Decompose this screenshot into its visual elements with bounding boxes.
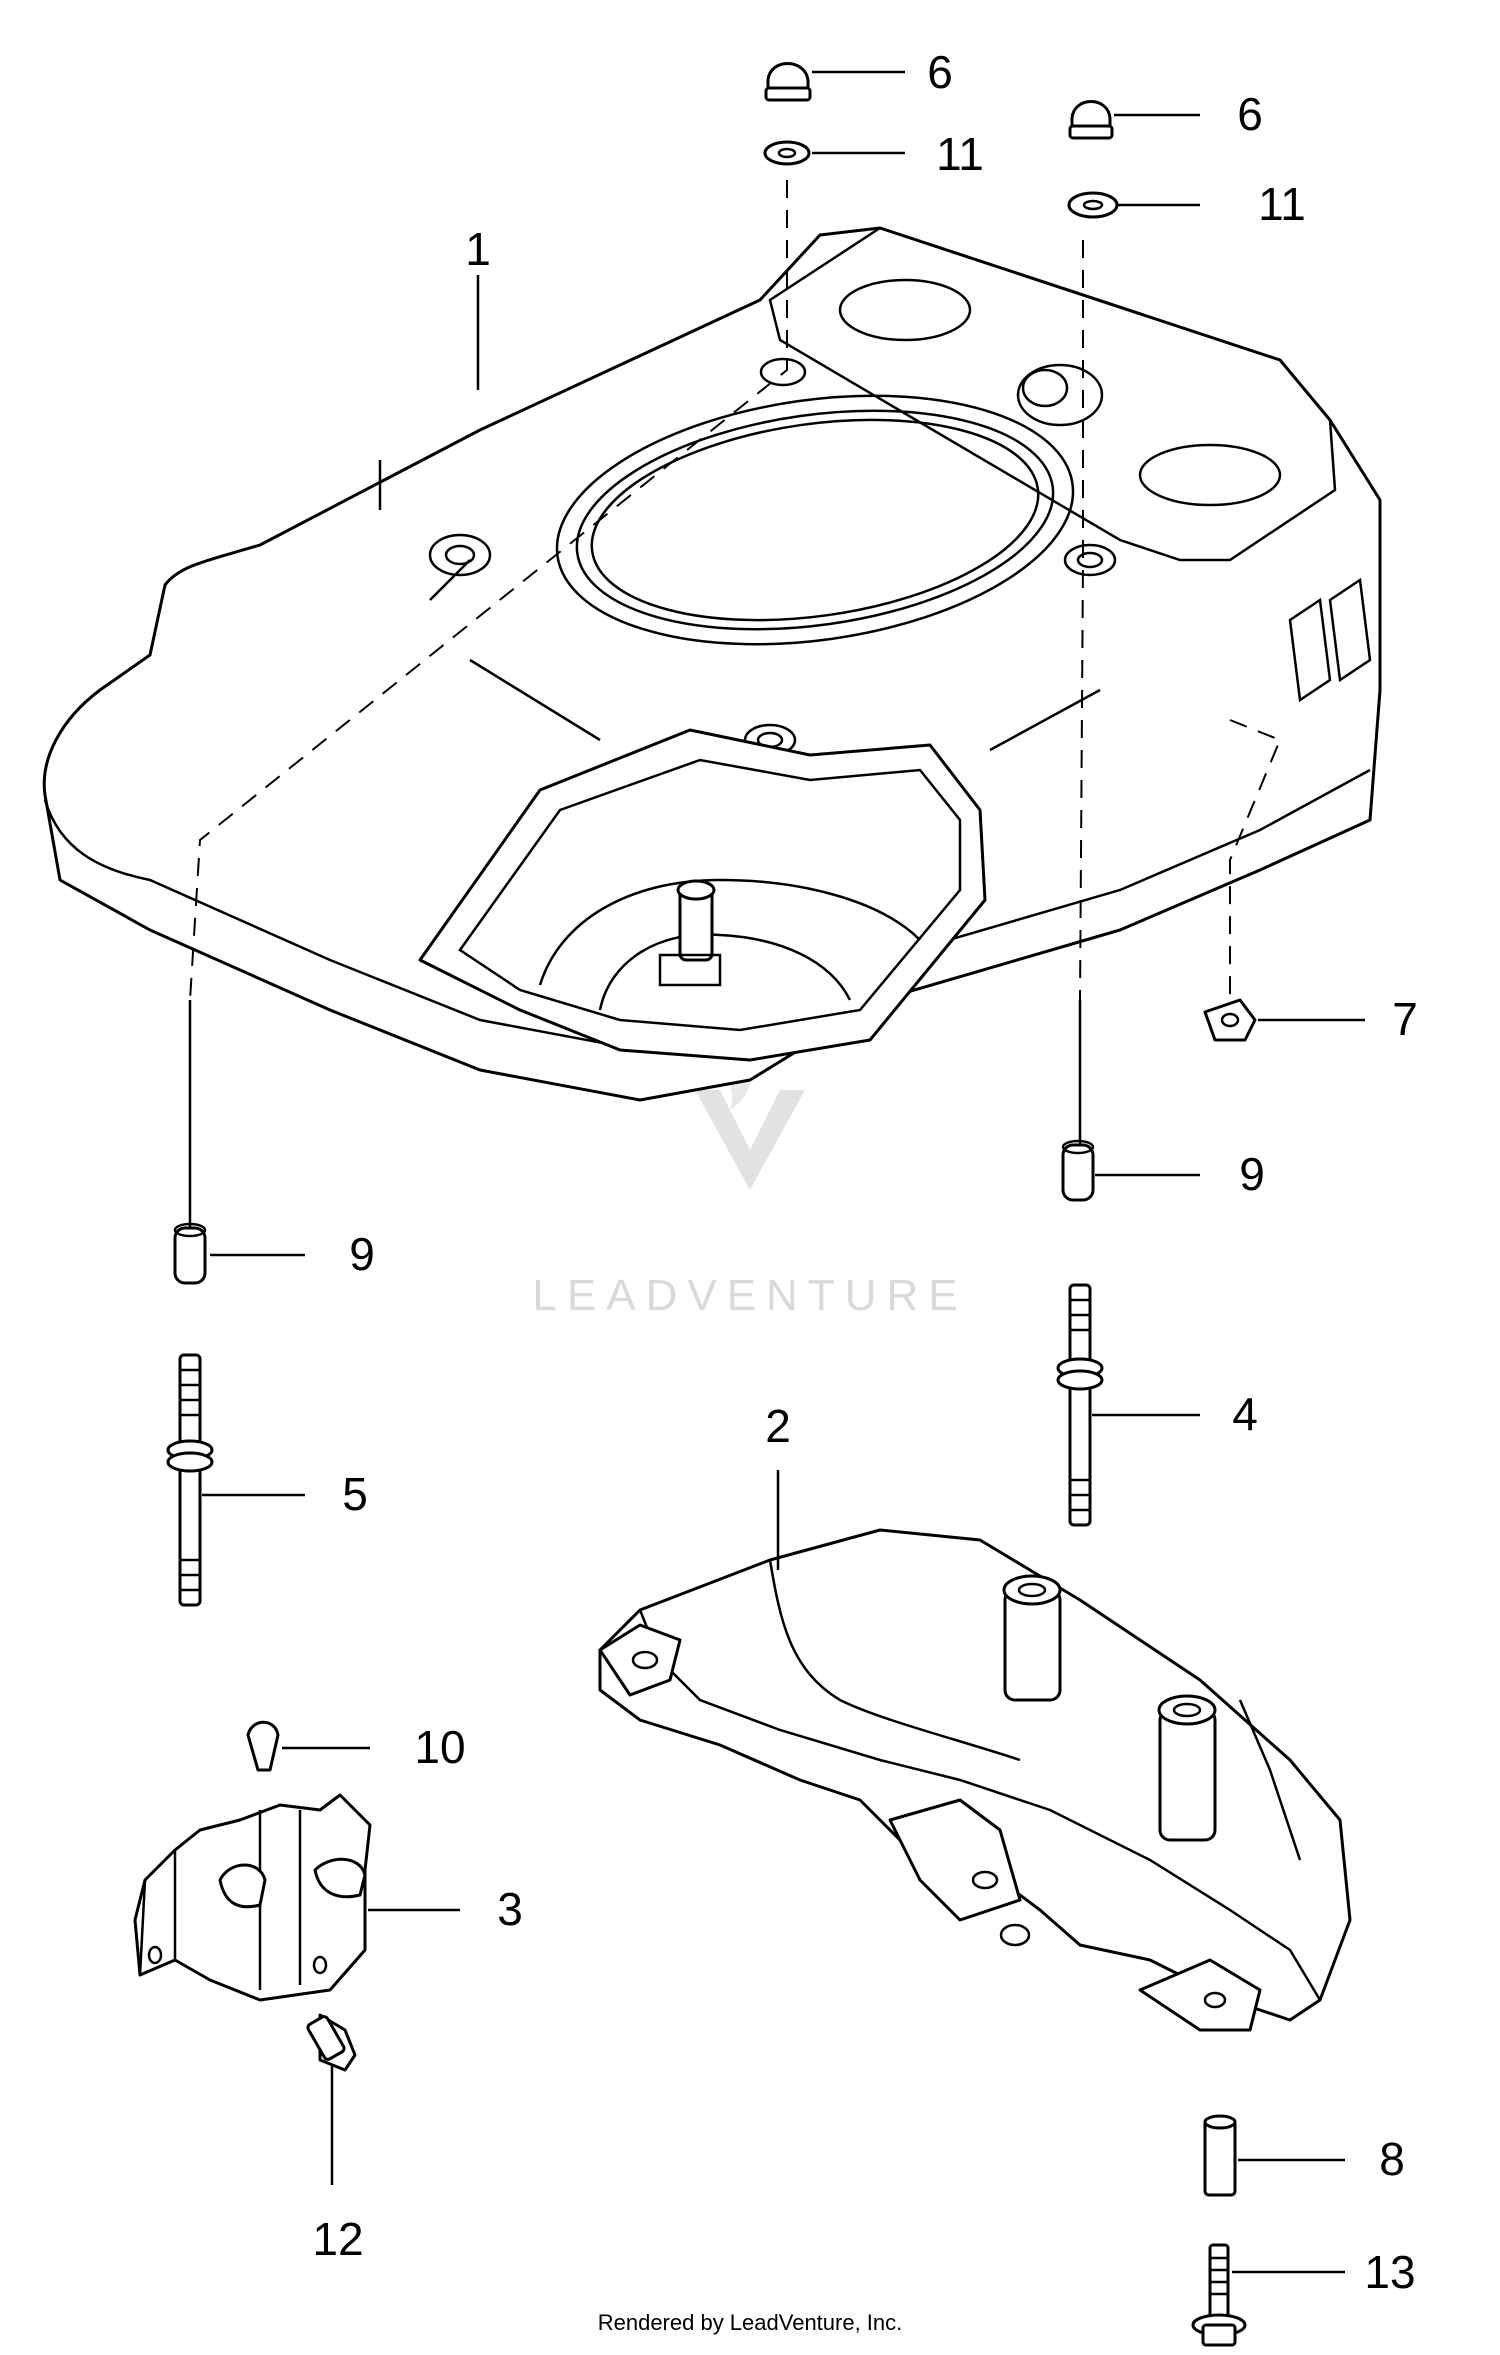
- callout-13: 13: [1364, 2246, 1415, 2298]
- callout-9-left: 9: [349, 1228, 375, 1280]
- part-6-cap-nut-right: [1068, 100, 1114, 140]
- part-9-grommet-left: [173, 1222, 207, 1285]
- callout-8: 8: [1379, 2133, 1405, 2185]
- part-11-washer-right: [1067, 191, 1119, 219]
- callout-1: 1: [465, 223, 491, 275]
- part-2-lower-shroud: [598, 1528, 1352, 2032]
- callout-11-left: 11: [936, 128, 984, 180]
- callout-3: 3: [497, 1883, 523, 1935]
- callout-5: 5: [342, 1468, 368, 1520]
- callout-2: 2: [765, 1400, 791, 1452]
- part-11-washer-left: [763, 140, 811, 166]
- callout-6-left: 6: [927, 46, 953, 98]
- assembly-lines: [188, 180, 1282, 1228]
- part-12-screw: [306, 2013, 357, 2072]
- part-4-stud-bolt: [1056, 1283, 1104, 1527]
- part-6-cap-nut-left: [764, 62, 812, 102]
- callout-10: 10: [414, 1721, 465, 1773]
- part-10-clip: [246, 1720, 280, 1772]
- watermark: LEADVENTURE: [532, 1040, 967, 1320]
- part-3-bracket: [133, 1793, 372, 2002]
- watermark-text: LEADVENTURE: [532, 1271, 967, 1320]
- part-9-grommet-right: [1061, 1139, 1095, 1202]
- callout-12: 12: [312, 2213, 363, 2265]
- callout-9-right: 9: [1239, 1148, 1265, 1200]
- callout-4: 4: [1232, 1388, 1258, 1440]
- render-credit: Rendered by LeadVenture, Inc.: [598, 2310, 903, 2335]
- callouts: 6 6 11 11 1 7 9 9 4 2 5 10 3 12 8 13: [312, 46, 1417, 2298]
- part-1-blower-housing: [42, 226, 1382, 1102]
- callout-6-right: 6: [1237, 88, 1263, 140]
- leader-lines: [202, 70, 1365, 2274]
- callout-7: 7: [1392, 993, 1418, 1045]
- part-7-clip-nut: [1203, 998, 1257, 1042]
- callout-11-right: 11: [1258, 178, 1306, 230]
- part-5-stud-bolt: [166, 1353, 214, 1607]
- part-13-bolt: [1191, 2243, 1247, 2347]
- part-8-spacer: [1203, 2114, 1237, 2197]
